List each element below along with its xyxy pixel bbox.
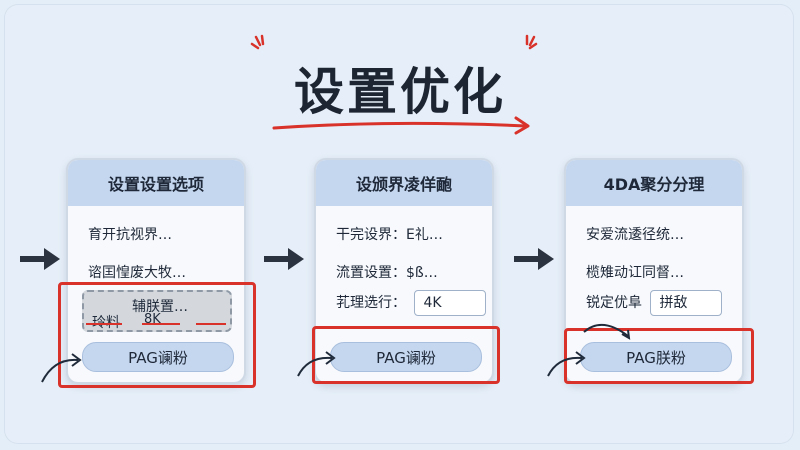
settings-card-3: 4DA聚分分理 安爱流逶径统… 榄雉动讧同督… 锐定优阜 拼敌 PAG朕粉 [564,158,744,384]
card-3-pointer-arrow-top [583,324,631,340]
card-1-highlight-line-b [142,323,180,325]
settings-card-1: 设置设置选项 育开抗视界… 谘囯惶废大牧… 辅朕置… 玲料 8K PAG谰粉 [66,158,246,384]
card-1-highlight-line-a [86,323,122,325]
card-1-header: 设置设置选项 [68,160,244,206]
card-1-highlight-frame [58,282,256,388]
title-underline-arrow [272,116,530,135]
card-1-row-1: 育开抗视界… [88,227,172,243]
card-3-row-1: 安爱流逶径统… [586,227,684,243]
card-1-dashed-top: 辅朕置… [132,299,188,315]
card-1-pointer-arrow [41,353,82,383]
card-1-highlight-line-c [196,323,226,325]
card-2-row-1: 干完设界：E礼… [336,227,443,243]
card-2-pointer-arrow [297,351,336,377]
flow-arrow-1 [20,248,60,270]
card-2-value-input[interactable]: 4K [414,290,487,316]
card-2-input-row: 芤理选行： 4K [336,290,487,316]
card-2-row-2: 流置设置：$ß… [336,265,438,281]
title-spark-right [525,34,538,50]
card-3-highlight-frame [564,328,754,384]
card-3-input-label: 锐定优阜 [586,295,642,311]
card-2-header: 设颁界凌佯靤 [316,160,492,206]
card-3-button[interactable]: PAG朕粉 [580,342,732,372]
card-3-input-row: 锐定优阜 拼敌 [586,290,723,316]
card-3-value-input[interactable]: 拼敌 [650,290,723,316]
card-3-row-2: 榄雉动讧同督… [586,265,684,281]
flow-arrow-3 [514,248,554,270]
card-1-row-2: 谘囯惶废大牧… [88,265,186,281]
card-3-header: 4DA聚分分理 [566,160,742,206]
page-title: 设置优化 [294,63,506,121]
card-2-input-label: 芤理选行： [336,295,406,311]
card-1-button[interactable]: PAG谰粉 [82,342,234,372]
card-3-pointer-arrow [547,351,586,377]
flow-arrow-2 [264,248,304,270]
card-2-highlight-frame [312,326,500,384]
card-2-button[interactable]: PAG谰粉 [330,342,482,372]
title-spark-left [250,34,265,50]
